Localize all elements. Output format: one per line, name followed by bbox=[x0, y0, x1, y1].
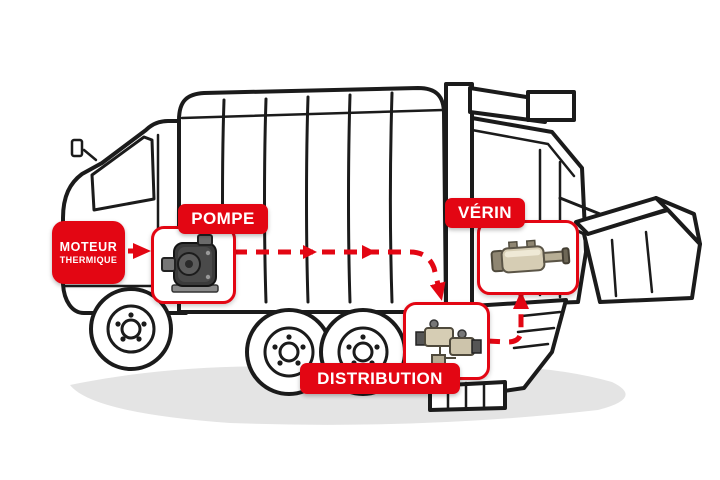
motor-label-box: MOTEUR THERMIQUE bbox=[52, 221, 125, 284]
rear-top-box bbox=[526, 90, 576, 122]
distribution-label: DISTRIBUTION bbox=[300, 363, 460, 394]
hydraulic-cylinder-icon bbox=[490, 239, 570, 274]
body-rib bbox=[347, 93, 352, 304]
body-rib bbox=[263, 97, 268, 304]
hydraulic-pump-icon bbox=[160, 234, 219, 293]
front-wheel bbox=[89, 287, 173, 371]
body-rib bbox=[305, 95, 310, 304]
pump-label: POMPE bbox=[178, 204, 268, 234]
pump-component-box bbox=[151, 226, 236, 304]
distribution-valve-icon bbox=[414, 319, 482, 367]
motor-label-line1: MOTEUR bbox=[59, 240, 118, 255]
tailgate-slat bbox=[516, 326, 556, 334]
body-rib bbox=[389, 91, 394, 304]
tailgate-slat bbox=[520, 310, 562, 318]
dumpster-rib bbox=[644, 230, 654, 294]
motor-label-line2: THERMIQUE bbox=[59, 254, 118, 265]
lift-arm bbox=[558, 196, 602, 216]
mirror-arm bbox=[82, 148, 98, 162]
hopper-inner-line bbox=[470, 128, 576, 178]
dumpster-lid-open bbox=[654, 196, 702, 246]
body-top-line bbox=[180, 108, 445, 120]
cylinder-label: VÉRIN bbox=[445, 198, 525, 228]
dumpster-rib bbox=[610, 238, 618, 298]
cylinder-component-box bbox=[477, 220, 579, 295]
windshield bbox=[90, 135, 156, 212]
mirror bbox=[70, 138, 84, 158]
tailgate-slat bbox=[512, 342, 550, 350]
